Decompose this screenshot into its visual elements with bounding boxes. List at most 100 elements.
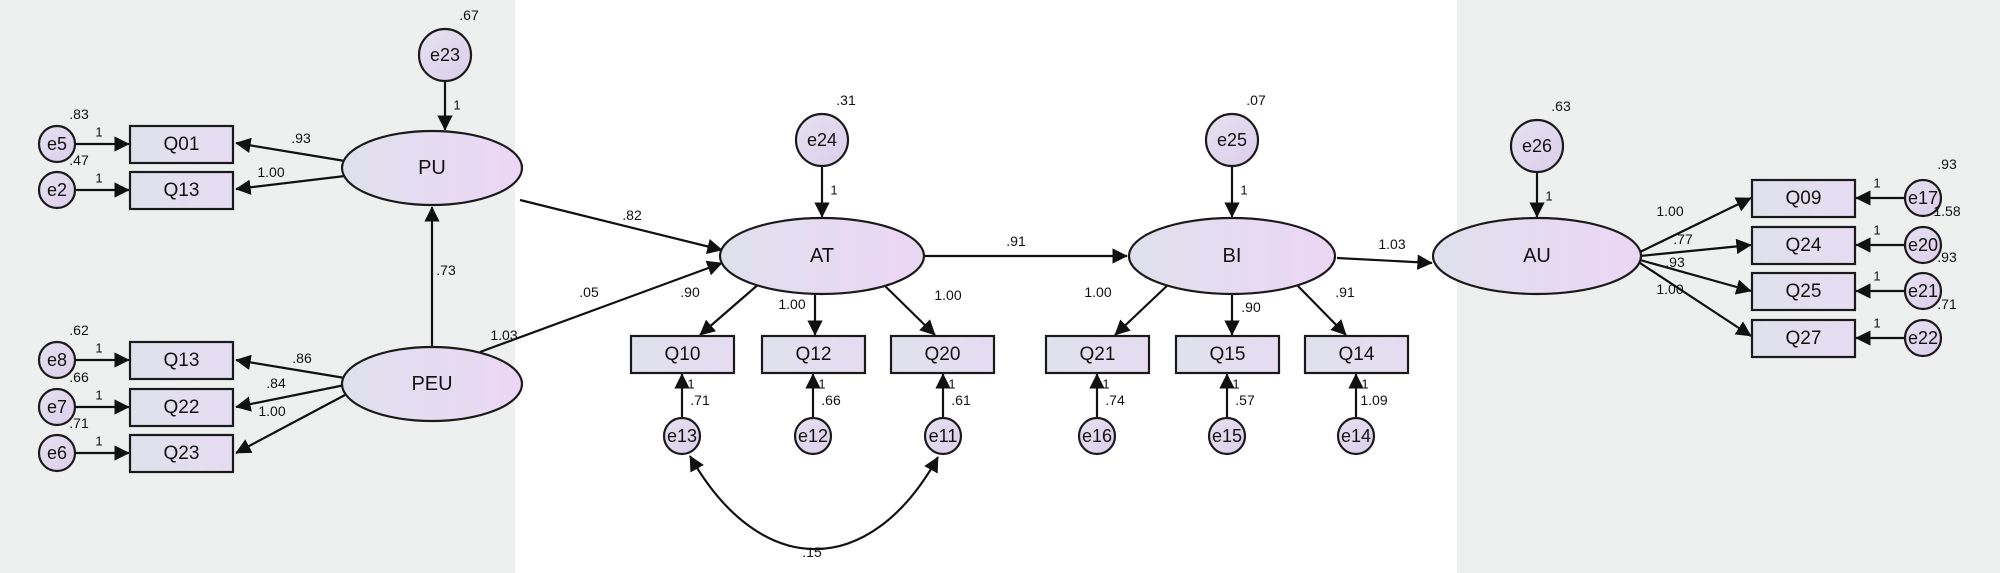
- edges-layer: [75, 81, 1905, 551]
- loading-arrow-pu_q01: [235, 137, 346, 163]
- error-weight-e5: 1: [95, 125, 102, 140]
- observed-label-au_q25: Q25: [1786, 281, 1822, 302]
- error-weight-e22: 1: [1873, 316, 1880, 331]
- error-variance-e21: .93: [1937, 249, 1957, 265]
- path-value-bi_au: 1.03: [1378, 236, 1405, 252]
- error-weight-e25: 1: [1240, 183, 1247, 198]
- error-variance-e14: 1.09: [1360, 392, 1387, 408]
- path-value-peu-at-secondary: 1.03: [490, 327, 517, 343]
- loading-value-peu_q13: .86: [292, 350, 312, 366]
- error-variance-e25: .07: [1246, 92, 1266, 108]
- latent-label-peu: PEU: [411, 373, 452, 395]
- loading-value-at_q10: .90: [680, 284, 700, 300]
- loading-value-bi_q15: .90: [1241, 299, 1261, 315]
- error-label-e5: e5: [47, 134, 67, 154]
- loading-value-pu_q01: .93: [291, 130, 311, 146]
- loading-value-au_q25: .93: [1665, 254, 1685, 270]
- error-variance-e22: .71: [1937, 296, 1957, 312]
- error-e2: [37, 170, 77, 210]
- observed-label-pu_q01: Q01: [164, 134, 200, 155]
- error-weight-e21: 1: [1873, 269, 1880, 284]
- error-label-e8: e8: [47, 350, 67, 370]
- error-weight-e13: 1: [687, 377, 694, 392]
- error-e22: [1903, 318, 1943, 358]
- error-label-e25: e25: [1217, 130, 1247, 150]
- observed-peu_q22: [128, 387, 235, 428]
- error-variance-e12: .66: [821, 392, 841, 408]
- error-weight-e23: 1: [453, 98, 460, 113]
- error-weight-e12: 1: [818, 377, 825, 392]
- error-label-e16: e16: [1082, 426, 1112, 446]
- loading-value-au_q27: 1.00: [1656, 281, 1683, 297]
- error-label-e22: e22: [1908, 328, 1938, 348]
- error-e26: [1509, 118, 1565, 174]
- latent-peu: [340, 345, 524, 423]
- error-label-e12: e12: [798, 426, 828, 446]
- error-weight-e15: 1: [1232, 377, 1239, 392]
- loading-arrow-at_q10: [699, 282, 761, 336]
- loading-arrow-pu_q13: [235, 174, 346, 195]
- error-e20: [1903, 225, 1943, 265]
- error-e5: [37, 124, 77, 164]
- labels-layer: .93 1.00 .86 .84 1.00 .90 1.00 1.00 1.00 .90 .91 1.…: [69, 7, 1961, 560]
- observed-at_q10: [629, 334, 736, 375]
- path-value-peu_at: .05: [579, 284, 599, 300]
- error-variance-e8: .62: [69, 322, 89, 338]
- path-value-peu_pu: .73: [436, 262, 456, 278]
- observed-bi_q15: [1174, 334, 1281, 375]
- error-weight-e6: 1: [95, 434, 102, 449]
- observed-at_q20: [889, 334, 996, 375]
- error-e17: [1903, 178, 1943, 218]
- observed-label-peu_q13: Q13: [164, 350, 200, 371]
- loading-value-bi_q14: .91: [1335, 284, 1355, 300]
- observed-label-at_q10: Q10: [665, 344, 701, 365]
- error-label-e26: e26: [1522, 136, 1552, 156]
- latent-label-bi: BI: [1223, 245, 1242, 267]
- loading-arrow-peu_q23: [235, 394, 346, 454]
- observed-au_q09: [1750, 178, 1857, 219]
- observed-label-bi_q14: Q14: [1339, 344, 1375, 365]
- error-label-e7: e7: [47, 397, 67, 417]
- latent-label-at: AT: [810, 245, 834, 267]
- observed-label-bi_q21: Q21: [1080, 344, 1116, 365]
- error-label-e17: e17: [1908, 188, 1938, 208]
- error-label-e23: e23: [430, 45, 460, 65]
- observed-peu_q13: [128, 340, 235, 381]
- error-label-e21: e21: [1908, 281, 1938, 301]
- error-weight-e17: 1: [1873, 176, 1880, 191]
- error-e7: [37, 387, 77, 427]
- error-e6: [37, 433, 77, 473]
- loading-value-at_q12: 1.00: [778, 296, 805, 312]
- observed-label-peu_q23: Q23: [164, 443, 200, 464]
- error-variance-e11: .61: [951, 392, 971, 408]
- observed-label-at_q12: Q12: [796, 344, 832, 365]
- error-weight-e20: 1: [1873, 223, 1880, 238]
- error-variance-e20: 1.58: [1933, 203, 1960, 219]
- loading-value-pu_q13: 1.00: [257, 164, 284, 180]
- loading-arrow-au_q09: [1639, 197, 1752, 253]
- error-variance-e2: .47: [69, 152, 89, 168]
- path-arrow-bi_au: [1336, 254, 1433, 270]
- observed-label-au_q24: Q24: [1786, 235, 1822, 256]
- error-label-e14: e14: [1341, 426, 1371, 446]
- error-e12: [793, 416, 833, 456]
- error-e23: [417, 27, 473, 83]
- error-label-e11: e11: [929, 426, 958, 446]
- observed-bi_q21: [1044, 334, 1151, 375]
- loading-value-peu_q22: .84: [266, 375, 286, 391]
- loading-arrow-at_q20: [882, 283, 936, 336]
- left-panel-background: [0, 0, 515, 573]
- loading-arrow-peu_q13: [235, 354, 346, 380]
- observed-au_q25: [1750, 271, 1857, 312]
- error-e14: [1336, 416, 1376, 456]
- error-e24: [794, 112, 850, 168]
- loading-arrow-au_q24: [1639, 238, 1752, 258]
- observed-pu_q01: [128, 124, 235, 165]
- loading-value-peu_q23: 1.00: [258, 403, 285, 419]
- latent-pu: [340, 129, 524, 207]
- observed-label-au_q27: Q27: [1786, 328, 1822, 349]
- error-e25: [1204, 112, 1260, 168]
- loading-value-au_q09: 1.00: [1656, 203, 1683, 219]
- error-variance-e17: .93: [1937, 156, 1957, 172]
